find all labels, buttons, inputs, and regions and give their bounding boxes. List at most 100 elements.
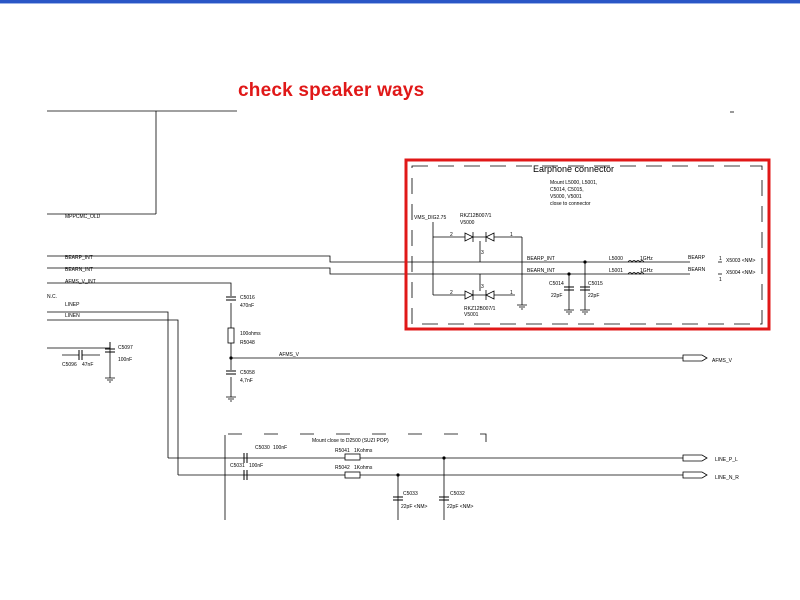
- wire-afms-v-int: [47, 282, 232, 296]
- label-c5030: C5030: [255, 445, 270, 451]
- resistor-r5042: [344, 471, 361, 479]
- earphone-note-line: V5000, V5001: [550, 194, 582, 200]
- label-diode-bot-ref: V5001: [464, 312, 479, 318]
- net-label-linep: LINEP: [65, 302, 80, 308]
- wire-linen: [47, 319, 179, 475]
- label-x5003: X5003 <NM>: [726, 258, 756, 264]
- earphone-note-line: Mount L5000, L5001,: [550, 180, 597, 186]
- net-label-line-n-r: LINE_N_R: [715, 475, 739, 481]
- diode-symbol: [464, 232, 474, 242]
- label-c5031: C5031: [230, 463, 245, 469]
- wire-bearp: [47, 255, 690, 263]
- label-l5001: L5001: [609, 268, 623, 274]
- net-label-afms-v-int: AFMS_V_INT: [65, 279, 96, 285]
- label-c5030-val: 100nF: [273, 445, 287, 451]
- label-diode-top-ref: V5000: [460, 220, 475, 226]
- label-c5058: C5058: [240, 370, 255, 376]
- net-label-bearn-int: BEARN_INT: [527, 268, 555, 274]
- label-l5001-val: 1GHz: [640, 268, 653, 274]
- diode-symbol: [464, 290, 474, 300]
- label-c5015: C5015: [588, 281, 603, 287]
- mount-close-box: [228, 433, 487, 462]
- junction-dot: [583, 260, 587, 264]
- resistor-r5048: [227, 327, 235, 344]
- ground-icon: [564, 309, 574, 315]
- mount-close-note: Mount close to D2500 (SUZI POP): [312, 438, 389, 444]
- net-label-afms-v-out: AFMS_V: [712, 358, 733, 364]
- label-c5097-val: 100nF: [118, 357, 132, 363]
- net-label-line-p-l: LINE_P_L: [715, 457, 738, 463]
- junction-dot: [567, 272, 571, 276]
- label-c5096-val: 47nF: [82, 362, 93, 368]
- wire-c5096: [47, 342, 111, 349]
- net-label-nc: N.C.: [47, 294, 57, 300]
- ground-icon: [517, 304, 527, 310]
- pin-label: 3: [481, 284, 484, 290]
- wire-linep: [47, 311, 169, 458]
- label-c5032-val: 22pF <NM>: [447, 504, 473, 510]
- inductor-l5001: [627, 272, 645, 275]
- label-c5014-val: 22pF: [551, 293, 562, 299]
- label-c5016: C5016: [240, 295, 255, 301]
- inductor-l5000: [627, 260, 645, 263]
- slide-title: check speaker ways: [238, 80, 425, 101]
- earphone-note-line: close to connector: [550, 201, 591, 207]
- net-label-bearp: BEARP: [688, 255, 706, 261]
- label-c5015-val: 22pF: [588, 293, 599, 299]
- diode-symbol: [485, 290, 495, 300]
- pin-label: 1: [510, 232, 513, 238]
- label-diode-top-part: RKZ12B007/1: [460, 213, 492, 219]
- label-r5041-val: 1Kohms: [354, 448, 373, 454]
- net-label-afms-v: AFMS_V: [279, 352, 300, 358]
- junction-dot: [229, 356, 233, 360]
- label-c5032: C5032: [450, 491, 465, 497]
- slide-top-bar: [0, 0, 800, 3]
- diode-symbol: [485, 232, 495, 242]
- label-c5031-val: 100nF: [249, 463, 263, 469]
- offpage-arrow-icon: [682, 354, 708, 362]
- label-r5042: R5042: [335, 465, 350, 471]
- earphone-note-line: C5014, C5015,: [550, 187, 584, 193]
- label-l5000: L5000: [609, 256, 623, 262]
- ground-icon: [226, 396, 236, 402]
- label-x5004: X5004 <NM>: [726, 270, 756, 276]
- label-c5097: C5097: [118, 345, 133, 351]
- net-label-bearp-int: BEARP_INT: [527, 256, 555, 262]
- junction-dot: [442, 456, 446, 460]
- pin-label: 2: [450, 232, 453, 238]
- pin-label: 1: [719, 277, 722, 283]
- net-label-mppcmc: MPPCMC_OLD: [65, 214, 101, 220]
- label-l5000-val: 1GHz: [640, 256, 653, 262]
- pin-label: 2: [450, 290, 453, 296]
- label-r5041: R5041: [335, 448, 350, 454]
- slide-top-line: [0, 3, 800, 4]
- ground-icon: [105, 377, 115, 383]
- earphone-highlight-box: [404, 158, 771, 331]
- junction-dot: [396, 473, 400, 477]
- resistor-r5041: [344, 453, 361, 461]
- earphone-title: Earphone connector: [533, 164, 614, 174]
- pin-label: 3: [481, 250, 484, 256]
- label-c5033: C5033: [403, 491, 418, 497]
- pin-label: 1: [510, 290, 513, 296]
- earphone-dashed-box: [411, 165, 763, 325]
- label-r5048-val: 100ohms: [240, 331, 261, 337]
- wire-bearn: [47, 267, 690, 275]
- label-c5058-val: 4,7nF: [240, 378, 253, 384]
- label-r5042-val: 1Kohms: [354, 465, 373, 471]
- net-label-bearp-int: BEARP_INT: [65, 255, 93, 261]
- offpage-arrow-icon: [682, 454, 708, 462]
- label-c5096: C5096: [62, 362, 77, 368]
- label-c5016-val: 470nF: [240, 303, 254, 309]
- net-label-bearn-int: BEARN_INT: [65, 267, 93, 273]
- net-label-bearn: BEARN: [688, 267, 706, 273]
- net-label-linen: LINEN: [65, 313, 80, 319]
- label-diode-bot-part: RKZ12B007/1: [464, 306, 496, 312]
- offpage-arrow-icon: [682, 471, 708, 479]
- ground-icon: [580, 309, 590, 315]
- pin-label: 1: [719, 256, 722, 262]
- label-r5048: R5048: [240, 340, 255, 346]
- label-c5014: C5014: [549, 281, 564, 287]
- label-vms: VMS_DIG2.75: [414, 215, 446, 221]
